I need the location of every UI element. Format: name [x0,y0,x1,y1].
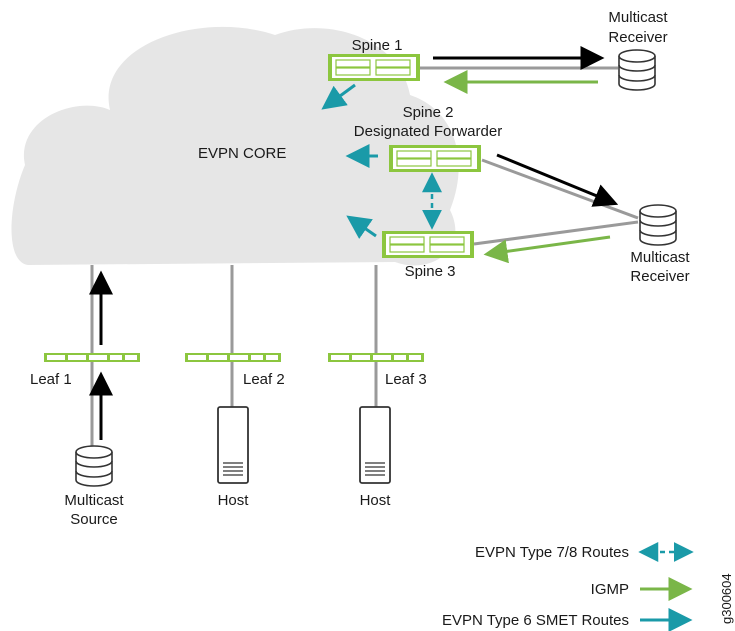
igmp-arrows [443,70,611,264]
spine2-switch [389,145,481,172]
legend-type78-label: EVPN Type 7/8 Routes [475,544,629,561]
receiver-right-label: Multicast [630,249,690,266]
source-label-line2: Source [70,511,118,528]
host3-server-icon [359,406,391,484]
igmp-arrow-receiver-right [483,235,611,264]
leaf2-switch [185,353,281,362]
spine1-label: Spine 1 [352,37,403,54]
spine3-label: Spine 3 [405,263,456,280]
link-spine2-receiver-right [481,158,639,220]
receiver-top-database-icon [618,49,656,91]
leaf3-switch [328,353,424,362]
leaf1-switch [44,353,140,362]
host2-server-icon [217,406,249,484]
link-spine3-receiver-right [473,220,639,246]
spine3-switch [382,231,474,258]
receiver-top-label-line2: Receiver [608,29,667,46]
legend-smet-label: EVPN Type 6 SMET Routes [442,612,629,629]
leaf1-label: Leaf 1 [30,371,72,388]
receiver-right-label-line2: Receiver [630,268,689,285]
spine2-label: Spine 2 [403,104,454,121]
source-label: Multicast [64,492,124,509]
spine2-role-label: Designated Forwarder [354,123,502,140]
receiver-top-label: Multicast [608,9,668,26]
leaf-links [90,265,378,455]
traffic-arrow-spine2-receiver [496,153,619,207]
figure-id: g300604 [719,573,734,624]
core-label: EVPN CORE [198,145,286,162]
host3-label: Host [360,492,392,509]
multicast-traffic-arrows [89,46,619,440]
spine1-switch [328,54,420,81]
smet-arrow-spine3 [346,215,377,239]
legend: EVPN Type 7/8 Routes IGMP EVPN Type 6 SM… [442,542,694,631]
leaf2-label: Leaf 2 [243,371,285,388]
receiver-right-database-icon [639,204,677,246]
host2-label: Host [218,492,250,509]
smet-arrows [321,83,378,239]
source-database-icon [75,445,113,487]
leaf3-label: Leaf 3 [385,371,427,388]
legend-igmp-label: IGMP [591,581,629,598]
smet-arrow-spine1 [321,83,356,110]
